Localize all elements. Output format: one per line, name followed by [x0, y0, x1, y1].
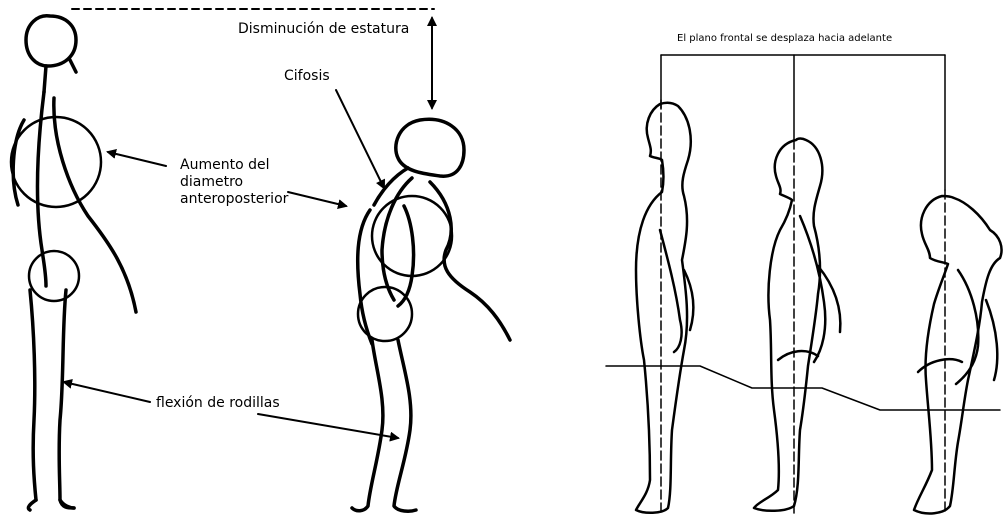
profile-figure-stooped	[914, 196, 1002, 513]
label-knee-flexion: flexión de rodillas	[156, 395, 280, 412]
ap-diameter-arrow-left	[108, 152, 166, 166]
profile-figure-upright	[636, 103, 693, 513]
profile-figure-middle	[754, 139, 840, 511]
young-figure	[11, 16, 136, 510]
label-kyphosis: Cifosis	[284, 68, 330, 85]
old-leg-front	[394, 340, 416, 511]
ap-diameter-arrow-right	[288, 192, 346, 206]
kyphosis-arrow	[336, 90, 384, 188]
old-figure	[352, 119, 510, 511]
label-frontal-plane: El plano frontal se desplaza hacia adela…	[677, 33, 892, 45]
old-leg-back	[352, 340, 383, 511]
young-leg-back	[30, 290, 36, 500]
label-height-loss: Disminución de estatura	[238, 21, 409, 38]
knee-arrow-right	[258, 414, 398, 438]
frontal-plane-bracket	[661, 55, 945, 190]
plumb-lines	[661, 100, 945, 515]
old-pelvis-circle	[358, 287, 412, 341]
young-leg-front	[59, 290, 74, 508]
young-pelvis-circle	[29, 251, 79, 301]
young-head	[26, 16, 76, 66]
label-ap-diameter: Aumento del diametro anteroposterior	[180, 157, 288, 208]
knee-arrow-left	[64, 382, 150, 402]
